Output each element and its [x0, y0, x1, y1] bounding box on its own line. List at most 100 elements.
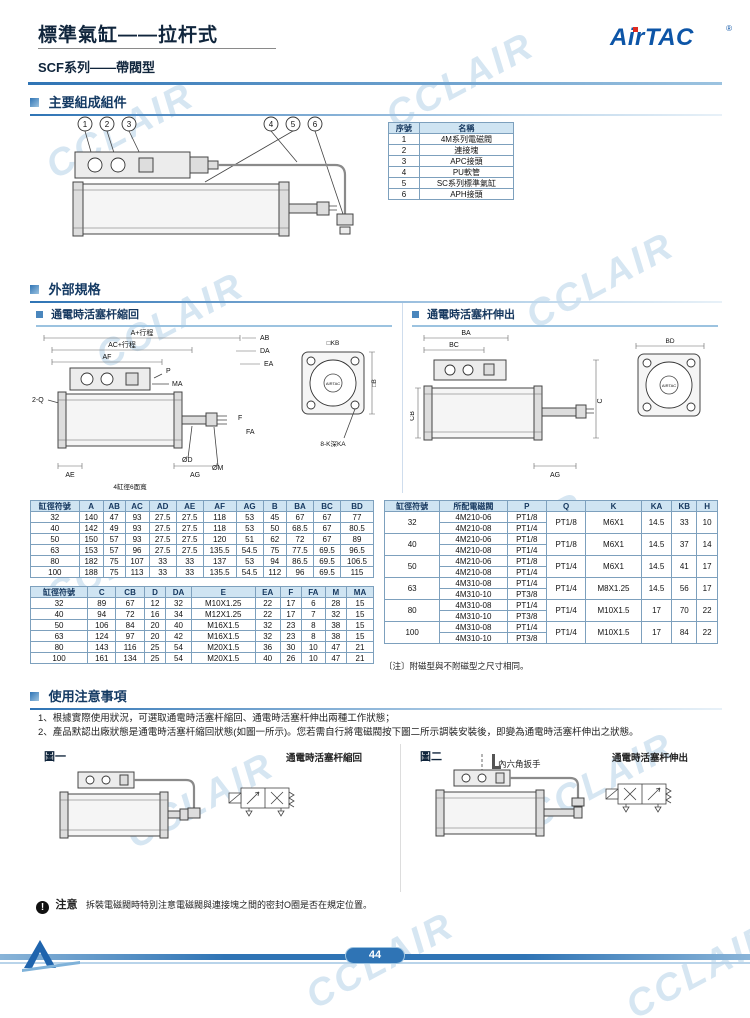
table-cell: 118	[202, 522, 237, 534]
table-cell: 137	[202, 555, 237, 567]
dim-2q: 2-Q	[32, 397, 44, 404]
usage-line-2: 2、產品默認出廠狀態是通電時活塞杆縮回狀態(如圖一所示)。您若需自行將電磁閥按下…	[38, 727, 639, 738]
table-cell: 67	[285, 511, 314, 523]
column-header: AE	[175, 500, 204, 512]
table-cell: 7	[301, 608, 326, 620]
table-cell: PT1/4	[506, 621, 547, 633]
page-subtitle: SCF系列——帶閥型	[38, 60, 156, 75]
column-header: 所配電磁閥	[439, 500, 508, 512]
airtac-corner-logo	[22, 940, 80, 972]
column-header: AB	[102, 500, 126, 512]
table-cell: 4M210-06	[439, 533, 508, 545]
table-cell: APC接頭	[418, 155, 515, 167]
table-cell: 115	[340, 566, 374, 578]
table-cell: PT1/4	[506, 544, 547, 556]
table-cell: 22	[696, 599, 718, 622]
table-cell: 15	[346, 597, 374, 609]
table-cell: PT1/4	[545, 577, 587, 600]
table-cell: 51	[235, 533, 264, 545]
column-header: P	[506, 500, 547, 512]
table-cell: PT1/8	[506, 555, 547, 567]
table-cell: 75	[102, 566, 126, 578]
table-cell: PT1/4	[506, 577, 547, 589]
rod-flats-note: 4缸徑6面寬	[113, 482, 147, 491]
table-cell: 124	[87, 630, 117, 642]
column-header: B	[262, 500, 287, 512]
table-cell: PT1/8	[506, 533, 547, 545]
table-cell: 4M310-08	[439, 577, 508, 589]
table-cell: PU軟管	[418, 166, 515, 178]
table-cell: 67	[312, 533, 342, 545]
table-cell: 14.5	[640, 577, 673, 600]
table-cell: 15	[346, 608, 374, 620]
valve-on-cylinder	[69, 367, 151, 391]
table-cell: 93	[124, 533, 150, 545]
table-cell: 14	[696, 533, 718, 556]
table-cell: 32	[30, 511, 80, 523]
table-cell: 54.5	[235, 544, 264, 556]
table-cell: PT1/8	[545, 511, 587, 534]
table-cell: 40	[29, 608, 89, 620]
table-cell: 4M210-06	[439, 511, 508, 523]
aph-fitting	[571, 797, 585, 807]
figure2-caption: 通電時活塞杆伸出	[612, 753, 689, 764]
table-cell: 17	[279, 597, 303, 609]
subheading-bullet-icon	[36, 311, 43, 318]
table-cell: 93	[124, 511, 150, 523]
table-cell: 4M310-10	[439, 610, 508, 622]
cylinder-body	[59, 791, 189, 839]
table-cell: 135.5	[202, 566, 237, 578]
table-cell: 40	[254, 652, 281, 664]
section-bullet-icon	[30, 692, 39, 701]
table-cell: 1	[388, 133, 420, 145]
table-cell: PT1/8	[506, 511, 547, 523]
table-cell: 42	[165, 630, 192, 642]
table-cell: 84	[115, 619, 145, 631]
table-cell: 4M210-06	[439, 555, 508, 567]
table-cell: 16	[143, 608, 167, 620]
table-cell: 57	[102, 544, 126, 556]
table-cell: 23	[279, 630, 303, 642]
table-cell: 27.5	[148, 511, 177, 523]
table-cell: M8X1.25	[585, 577, 642, 600]
table-cell: 75	[102, 555, 126, 567]
table-cell: 17	[640, 621, 673, 644]
usage-line-1: 1、根據實際使用狀況，可選取通電時活塞杆縮回、通電時活塞杆伸出兩種工作狀態；	[38, 713, 395, 724]
pu-tube	[134, 778, 196, 808]
table-cell: 63	[29, 630, 89, 642]
column-header: FA	[301, 586, 326, 598]
callout-2: 2	[105, 120, 110, 129]
extend-drawing: BA BC CB C AG	[410, 330, 604, 479]
table-cell: 14.5	[640, 533, 673, 556]
table-cell: 17	[696, 577, 718, 600]
flange-brand-text: AIRTAC	[662, 383, 676, 388]
table-note: 〔注〕附磁型與不附磁型之尺寸相同。	[384, 661, 529, 671]
section-bullet-icon	[30, 285, 39, 294]
table-cell: 20	[143, 630, 167, 642]
table-cell: 4M210-08	[439, 522, 508, 534]
table-cell: 8	[301, 630, 326, 642]
table-cell: PT1/4	[545, 555, 587, 578]
table-cell: 80	[29, 641, 89, 653]
table-cell: 40	[383, 533, 441, 556]
table-cell: 17	[696, 555, 718, 578]
airtac-logo: AirTAC ®	[610, 24, 732, 54]
table-cell: 21	[346, 652, 374, 664]
table-cell: 67	[312, 511, 342, 523]
table-cell: 54	[165, 641, 192, 653]
table-cell: 93	[124, 522, 150, 534]
table-cell: 72	[285, 533, 314, 545]
table-cell: 37	[671, 533, 698, 556]
figure2-drawing	[435, 754, 672, 837]
table-cell: 106	[87, 619, 117, 631]
dim-ba: BA	[461, 330, 471, 337]
table-cell: PT3/8	[506, 632, 547, 644]
